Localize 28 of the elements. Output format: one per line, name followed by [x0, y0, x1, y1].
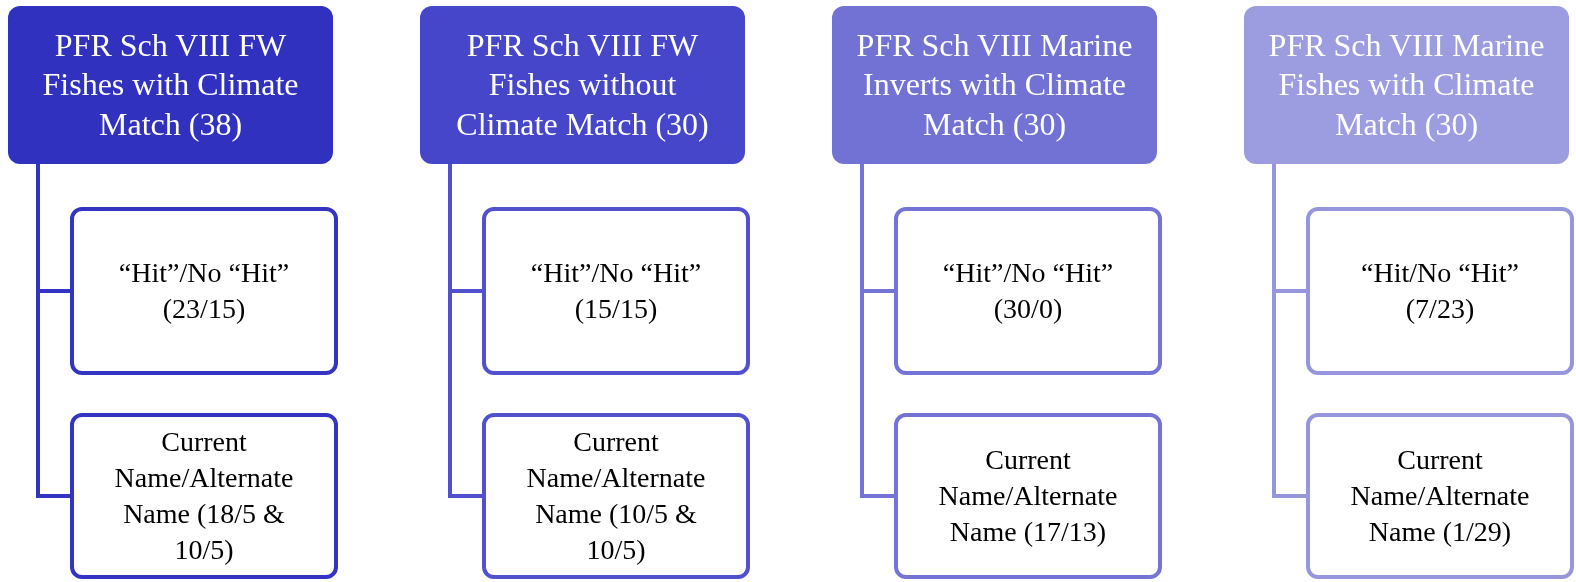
box-text: “Hit”/No “Hit” (30/0) [941, 256, 1115, 326]
connector-line [1272, 164, 1306, 498]
connector-line [448, 164, 482, 498]
item-box [70, 413, 338, 579]
item-box [482, 207, 750, 375]
box-text: Current Name/Alternate Name (17/13) [937, 443, 1119, 549]
item-box [894, 207, 1162, 375]
header-box [1244, 6, 1569, 164]
item-box [1306, 413, 1574, 579]
box-text: Current Name/Alternate Name (18/5 & 10/5) [113, 425, 295, 567]
header-box [420, 6, 745, 164]
header-box [832, 6, 1157, 164]
connector-line [860, 164, 894, 498]
box-text: PFR Sch VIII FW Fishes without Climate Match (30) [455, 26, 710, 144]
connector-line [36, 164, 70, 498]
box-text: PFR Sch VIII FW Fishes with Climate Match (38) [41, 26, 300, 144]
box-text: “Hit”/No “Hit” (23/15) [117, 256, 291, 326]
box-text: “Hit/No “Hit” (7/23) [1360, 256, 1520, 326]
item-box [1306, 207, 1574, 375]
header-box [8, 6, 333, 164]
item-box [70, 207, 338, 375]
box-text: PFR Sch VIII Marine Fishes with Climate Match (30) [1267, 26, 1546, 144]
box-text: PFR Sch VIII Marine Inverts with Climate Match (30) [855, 26, 1134, 144]
box-text: “Hit”/No “Hit” (15/15) [529, 256, 703, 326]
item-box [482, 413, 750, 579]
box-text: Current Name/Alternate Name (10/5 & 10/5) [525, 425, 707, 567]
box-text: Current Name/Alternate Name (1/29) [1349, 443, 1531, 549]
item-box [894, 413, 1162, 579]
